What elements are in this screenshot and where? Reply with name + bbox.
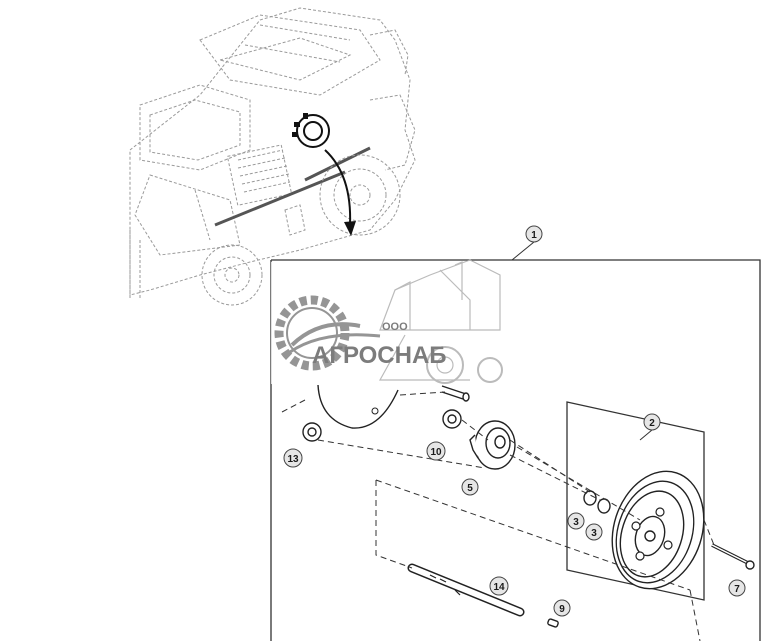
lock-nut-part — [302, 422, 322, 442]
svg-text:2: 2 — [649, 418, 655, 429]
key-part — [547, 618, 559, 628]
callout-13: 13 — [283, 448, 303, 468]
callout-9: 9 — [553, 599, 571, 617]
bolt-part — [711, 543, 755, 570]
callout-14: 14 — [489, 576, 509, 596]
svg-text:13: 13 — [287, 454, 299, 465]
flange-part — [317, 384, 399, 429]
watermark-logo: ООО АГРОСНАБ — [271, 259, 531, 384]
highlighted-hub — [292, 113, 330, 148]
watermark-brand: АГРОСНАБ — [312, 342, 447, 369]
explode-lines — [281, 391, 715, 641]
svg-text:7: 7 — [734, 584, 740, 595]
location-arrow — [324, 149, 352, 226]
svg-text:10: 10 — [430, 447, 442, 458]
callout-3b: 3 — [585, 523, 603, 541]
svg-text:5: 5 — [467, 483, 473, 494]
svg-text:3: 3 — [591, 528, 597, 539]
callout-3a: 3 — [567, 512, 585, 530]
callouts: 1 2 3 3 5 7 9 10 — [283, 225, 746, 617]
pulley-part — [611, 470, 705, 590]
nut-part — [441, 385, 470, 429]
machine-overview — [129, 7, 416, 306]
callout-10: 10 — [426, 441, 446, 461]
svg-text:3: 3 — [573, 517, 579, 528]
callout-7: 7 — [728, 579, 746, 597]
shaft-part — [407, 563, 525, 617]
spacer-parts — [583, 490, 611, 514]
gear-icon — [274, 295, 381, 371]
svg-text:1: 1 — [531, 230, 537, 241]
callout-1: 1 — [525, 225, 543, 243]
callout-2: 2 — [643, 413, 661, 431]
callout-5: 5 — [461, 478, 479, 496]
svg-text:9: 9 — [559, 604, 565, 615]
hub-part — [469, 420, 516, 470]
svg-text:14: 14 — [493, 582, 505, 593]
combine-logo-icon — [378, 259, 503, 384]
watermark-prefix: ООО — [382, 321, 408, 333]
